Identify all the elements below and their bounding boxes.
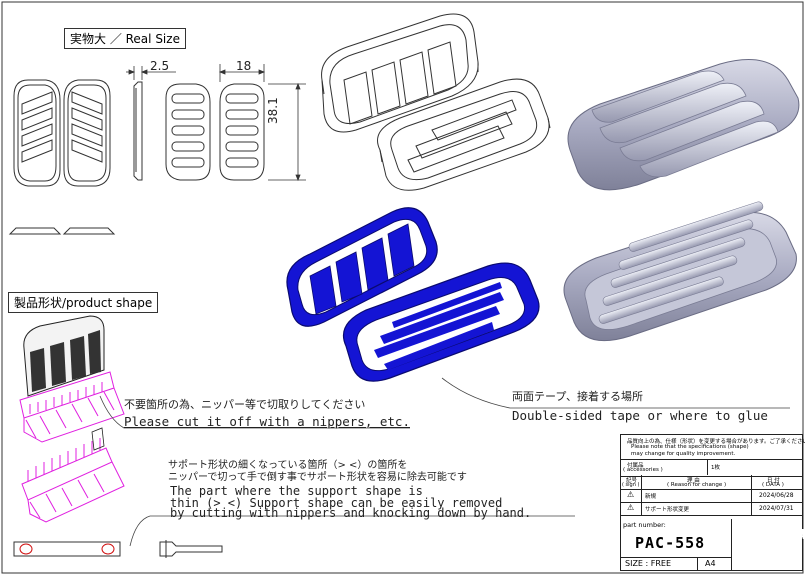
date-sub: ( DATA )	[762, 482, 784, 488]
rendered-vent-bottom	[563, 201, 797, 342]
glue-area-vent-upper	[286, 207, 438, 327]
edge-view-pair	[8, 227, 116, 235]
front-view-right-vent	[63, 79, 111, 187]
notice-en-1: Please note that the specifications (sha…	[631, 444, 749, 450]
dimension-width: 18	[236, 59, 252, 73]
reason-sub: ( Reason for change )	[667, 482, 727, 488]
dimension-width-lines	[218, 64, 266, 82]
glue-area-vent-lower	[342, 262, 540, 382]
symbol-header: 記号	[626, 478, 638, 484]
symbol-sub: ( sign )	[622, 482, 640, 488]
warning-icon: ⚠	[627, 503, 635, 512]
part-number: PAC-558	[635, 534, 706, 552]
brand-sub: RC	[762, 549, 776, 559]
front-view-left-vent	[13, 79, 61, 187]
dimension-thickness-lines	[126, 66, 176, 80]
revision-date: 2024/06/28	[759, 492, 794, 499]
brand-name: PANDORA	[732, 528, 805, 543]
support-note-en-3: by cutting with nippers and knocking dow…	[170, 506, 532, 520]
tape-note-jp: 両面テープ、接着する場所	[512, 390, 644, 403]
notice-en-2: may change for quality improvement.	[631, 451, 736, 457]
accessories-label: 付属品	[627, 463, 644, 469]
support-leader-line	[129, 515, 575, 547]
title-block: 品質向上の為、仕様（形状）を変更する場合があります。ご了承ください。 Pleas…	[620, 434, 805, 571]
dimension-thickness: 2.5	[150, 59, 170, 73]
side-view	[133, 81, 143, 181]
revision-reason: サポート形状変更	[645, 507, 690, 513]
tape-leader-line	[441, 377, 790, 409]
dimension-height-lines	[268, 82, 306, 182]
support-detail-side	[159, 540, 223, 558]
brand-url: www.pandora-rc.com	[736, 561, 789, 567]
size-label: SIZE : FREE	[625, 559, 672, 568]
wireframe-vent-lower	[377, 78, 551, 191]
revision-date: 2024/07/31	[759, 505, 794, 512]
support-note-en-1: The part where the support shape is	[170, 484, 423, 498]
cut-leader-line	[99, 395, 410, 429]
part-number-label: part number:	[623, 521, 666, 529]
revision-row: ⚠ 新規 2024/06/28	[621, 489, 802, 503]
dimension-height: 38.1	[266, 97, 280, 124]
cut-note-jp: 不要箇所の為、ニッパー等で切取りしてください	[124, 398, 366, 411]
revision-row: ⚠ サポート形状変更 2024/07/31	[621, 502, 802, 516]
support-detail-plan	[13, 541, 121, 557]
notice-jp: 品質向上の為、仕様（形状）を変更する場合があります。ご了承ください。	[627, 439, 805, 445]
warning-icon: ⚠	[627, 490, 635, 499]
product-with-support-lower	[21, 427, 125, 523]
support-note-jp-2: ニッパーで切って手で倒す事でサポート形状を容易に除去可能です	[168, 472, 467, 483]
product-with-support-upper	[19, 315, 125, 443]
accessories-sub: ( accessories )	[623, 467, 663, 473]
real-size-label: 実物大 ／ Real Size	[64, 28, 186, 49]
paper-size: A4	[705, 559, 716, 568]
rendered-vent-top	[567, 59, 800, 191]
front-view-slots	[219, 83, 265, 181]
reason-header: 理 由	[687, 478, 700, 484]
support-note-jp-1: サポート形状の細くなっている箇所（> <）の箇所を	[168, 460, 408, 471]
revision-reason: 新規	[645, 494, 657, 500]
support-note-en-2: thin (> <) Support shape can be easily r…	[170, 496, 503, 510]
tape-note-en: Double-sided tape or where to glue	[512, 408, 768, 423]
rear-view-slots	[165, 83, 211, 181]
accessories-count: 1枚	[711, 465, 720, 471]
cut-note-en: Please cut it off with a nippers, etc.	[124, 414, 410, 429]
wireframe-vent-upper	[321, 13, 479, 133]
product-shape-label: 製品形状/product shape	[8, 292, 159, 313]
date-header: 日 付	[767, 478, 780, 484]
